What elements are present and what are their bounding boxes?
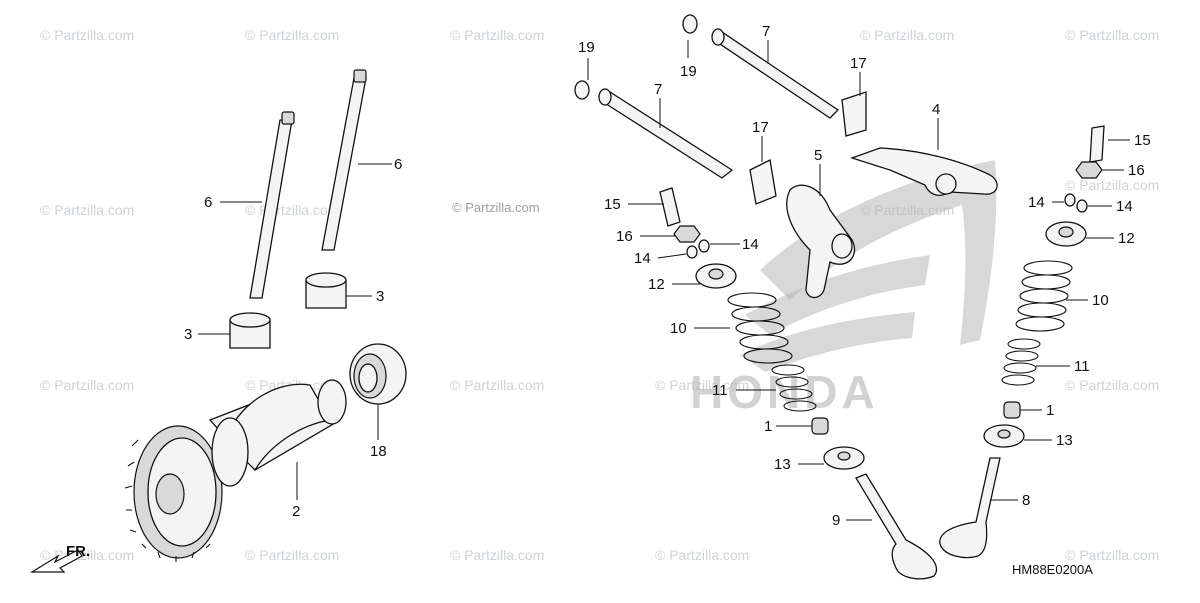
callout-6: 6	[204, 194, 212, 211]
watermark: © Partzilla.com	[245, 27, 339, 43]
washers	[574, 14, 698, 100]
callout-19: 19	[578, 39, 595, 56]
front-arrow-icon	[29, 549, 83, 573]
diagram-code: HM88E0200A	[1012, 562, 1093, 577]
shaft-clips	[749, 91, 867, 205]
callout-14: 14	[742, 236, 759, 253]
callout-1: 1	[764, 418, 772, 435]
watermark: © Partzilla.com	[1065, 377, 1159, 393]
watermark: © Partzilla.com	[450, 547, 544, 563]
copyright-label: © Partzilla.com	[452, 200, 540, 215]
callout-3: 3	[184, 326, 192, 343]
callout-14: 14	[634, 250, 651, 267]
watermark: © Partzilla.com	[1065, 547, 1159, 563]
inner-springs	[771, 338, 1041, 412]
callout-4: 4	[932, 101, 940, 118]
callout-14: 14	[1028, 194, 1045, 211]
callout-18: 18	[370, 443, 387, 460]
front-label: FR.	[66, 543, 90, 560]
watermark: © Partzilla.com	[1065, 177, 1159, 193]
outer-springs	[727, 260, 1073, 364]
callout-7: 7	[762, 23, 770, 40]
callout-9: 9	[832, 512, 840, 529]
watermark: © Partzilla.com	[655, 547, 749, 563]
callout-13: 13	[774, 456, 791, 473]
callout-11: 11	[1074, 358, 1090, 375]
rocker-shafts	[598, 28, 840, 179]
callout-1: 1	[1046, 402, 1054, 419]
callout-16: 16	[1128, 162, 1145, 179]
callout-7: 7	[654, 81, 662, 98]
valves	[855, 457, 1001, 580]
watermark: © Partzilla.com	[40, 377, 134, 393]
callout-17: 17	[752, 119, 769, 136]
valve-cotters	[686, 193, 1088, 259]
push-rods	[249, 69, 367, 299]
watermark: © Partzilla.com	[450, 377, 544, 393]
camshaft-assembly	[124, 379, 347, 562]
spring-seats	[823, 424, 1025, 470]
callout-13: 13	[1056, 432, 1073, 449]
watermark: © Partzilla.com	[860, 27, 954, 43]
stem-seals	[811, 401, 1021, 435]
callout-16: 16	[616, 228, 633, 245]
callout-3: 3	[376, 288, 384, 305]
callout-12: 12	[648, 276, 665, 293]
front-direction-indicator: FR.	[29, 543, 90, 573]
watermark: © Partzilla.com	[40, 27, 134, 43]
callout-10: 10	[670, 320, 687, 337]
callout-17: 17	[850, 55, 867, 72]
callout-6: 6	[394, 156, 402, 173]
watermark: © Partzilla.com	[655, 377, 749, 393]
callout-numbers: 6 6 3 3 2 18 19 19 7 7 17 17 4 5 15 16 1…	[184, 23, 1151, 529]
watermark: © Partzilla.com	[245, 202, 339, 218]
callout-10: 10	[1092, 292, 1109, 309]
leader-lines	[198, 40, 1130, 521]
callout-12: 12	[1118, 230, 1135, 247]
callout-14: 14	[1116, 198, 1133, 215]
callout-15: 15	[604, 196, 621, 213]
spring-retainers	[695, 221, 1087, 289]
tappets	[229, 272, 347, 349]
watermark: © Partzilla.com	[245, 547, 339, 563]
callout-5: 5	[814, 147, 822, 164]
watermark: © Partzilla.com	[40, 202, 134, 218]
watermark: © Partzilla.com	[1065, 27, 1159, 43]
honda-wing-logo: HONDA	[690, 160, 997, 418]
callout-15: 15	[1134, 132, 1151, 149]
watermark: © Partzilla.com	[450, 27, 544, 43]
callout-2: 2	[292, 503, 300, 520]
adjusters	[659, 125, 1105, 243]
bearing	[349, 343, 407, 405]
rocker-arms	[786, 147, 998, 299]
callout-19: 19	[680, 63, 697, 80]
callout-8: 8	[1022, 492, 1030, 509]
callout-11: 11	[712, 382, 728, 399]
